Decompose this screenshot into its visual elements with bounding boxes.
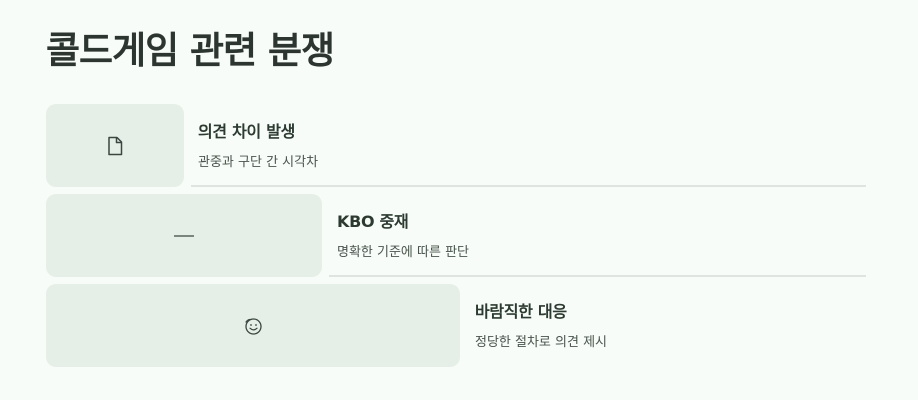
step-2-description: 명확한 기준에 따른 판단 — [337, 245, 469, 260]
step-1-icon-box — [46, 104, 184, 187]
step-1-description: 관중과 구단 간 시각차 — [198, 155, 319, 170]
step-1: 의견 차이 발생 관중과 구단 간 시각차 — [46, 104, 866, 187]
step-2-icon-box — [46, 194, 322, 277]
smile-icon — [243, 316, 263, 336]
step-3-title: 바람직한 대응 — [475, 302, 567, 321]
step-3-description: 정당한 절차로 의견 제시 — [475, 335, 607, 350]
divider-2 — [329, 275, 866, 277]
step-3: 바람직한 대응 정당한 절차로 의견 제시 — [46, 284, 866, 367]
step-2-title: KBO 중재 — [337, 212, 409, 231]
divider-1 — [191, 185, 866, 187]
step-2: KBO 중재 명확한 기준에 따른 판단 — [46, 194, 866, 277]
step-3-icon-box — [46, 284, 460, 367]
step-1-text: 의견 차이 발생 관중과 구단 간 시각차 — [198, 104, 818, 187]
dash-icon — [173, 233, 195, 239]
step-2-text: KBO 중재 명확한 기준에 따른 판단 — [337, 194, 837, 277]
step-1-title: 의견 차이 발생 — [198, 122, 296, 141]
document-icon — [106, 136, 124, 156]
step-3-text: 바람직한 대응 정당한 절차로 의견 제시 — [475, 284, 855, 367]
page-title: 콜드게임 관련 분쟁 — [46, 29, 335, 72]
